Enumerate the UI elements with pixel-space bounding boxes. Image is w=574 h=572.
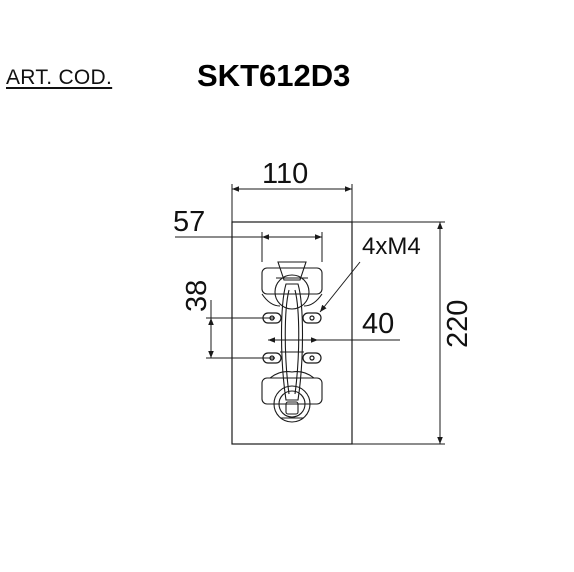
vertical-spacing-dimension [206,300,275,359]
thread-callout-label: 4xM4 [362,233,421,260]
plate-outline [231,221,353,445]
height-dimension-label: 220 [442,300,474,348]
art-code-label: ART. COD. [6,66,113,89]
width-dimension-label: 110 [262,158,308,190]
thread-callout-leader [319,261,361,313]
height-dimension [352,221,445,445]
mounting-slots [262,312,322,364]
vertical-spacing-dimension-label: 38 [181,280,213,312]
horizontal-spacing-dimension-label: 40 [362,308,394,340]
width-dimension [231,184,353,222]
inner-width-dimension [175,232,323,262]
top-valve-handle [261,261,323,310]
article-code: SKT612D3 [197,58,351,93]
inner-width-dimension-label: 57 [173,206,205,238]
bottom-valve-handle [261,371,323,423]
mixer-body [280,283,304,415]
